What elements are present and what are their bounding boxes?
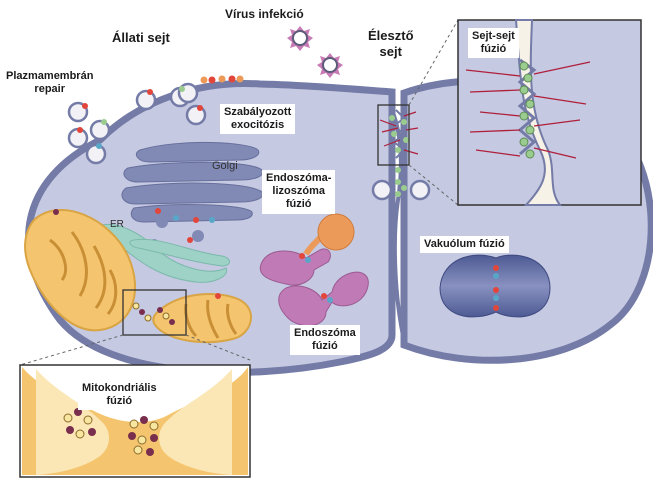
endoplasmic-reticulum	[96, 224, 230, 283]
virus-infection-label: Vírus infekció	[225, 7, 304, 21]
er-label: ER	[110, 219, 124, 230]
cell-cell-zoom-box	[377, 104, 410, 166]
exocytosis-snares	[200, 75, 244, 84]
animal-cell-label: Állati sejt	[112, 30, 170, 45]
vacuole-fusion	[439, 254, 551, 318]
zoom-connectors	[19, 19, 459, 366]
mitochondrion-left	[24, 209, 137, 332]
fusion-pore	[390, 109, 406, 341]
endosome-lysosome-fusion	[259, 213, 355, 286]
mito-zoom-box	[122, 289, 187, 336]
golgi-er-snares	[155, 208, 215, 243]
golgi-apparatus	[121, 141, 264, 223]
golgi-label: Golgi	[212, 160, 238, 172]
endosome-fusion	[278, 271, 369, 327]
repair-vesicles	[67, 82, 207, 165]
mitochondrion-right	[152, 293, 252, 344]
vacuole-fusion-label: Vakuólum fúzió	[420, 236, 509, 254]
yeast-vesicles	[371, 167, 431, 201]
mito-fusion-site	[53, 209, 221, 325]
virus-particles	[287, 26, 343, 78]
repair-snares	[77, 86, 203, 149]
cell-cell-fusion-site	[379, 109, 419, 159]
